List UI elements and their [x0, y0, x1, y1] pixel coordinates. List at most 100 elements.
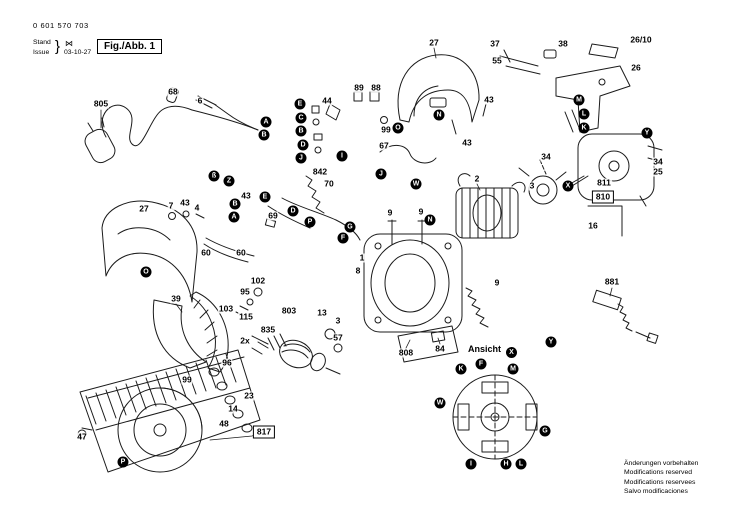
- callout-A: A: [260, 116, 272, 128]
- housing-screws-drawing: [387, 219, 427, 245]
- callout-J: J: [295, 152, 307, 164]
- part-label-44: 44: [321, 95, 333, 106]
- part-label-43: 43: [483, 94, 495, 105]
- issue-date: 03-10-27: [64, 49, 92, 56]
- top-handle-drawing: [397, 54, 487, 135]
- callout-A: A: [228, 211, 240, 223]
- part-label-60: 60: [235, 247, 247, 258]
- callout-W: W: [410, 178, 422, 190]
- callout-J: J: [375, 168, 387, 180]
- callout-F: F: [475, 358, 487, 370]
- issue-stamp-icon: ⋈: [65, 39, 73, 48]
- callout-E: E: [259, 191, 271, 203]
- part-label-88: 88: [370, 82, 382, 93]
- part-label-89: 89: [353, 82, 365, 93]
- part-label-6: 6: [196, 95, 204, 106]
- part-label-27: 27: [428, 37, 440, 48]
- legal-note: Änderungen vorbehalten Modifications res…: [624, 459, 698, 497]
- legal-note-line-en: Modifications reserved: [624, 469, 692, 477]
- part-label-13: 13: [316, 307, 328, 318]
- callout-P: P: [304, 216, 316, 228]
- part-label-8: 8: [354, 265, 362, 276]
- part-label-842: 842: [311, 166, 329, 177]
- part-label-95: 95: [239, 286, 251, 297]
- part-label-3: 3: [334, 315, 342, 326]
- callout-D: D: [297, 139, 309, 151]
- callout-K: K: [578, 122, 590, 134]
- callout-L: L: [578, 108, 590, 120]
- callout-G: G: [539, 425, 551, 437]
- part-label-99: 99: [380, 124, 392, 135]
- part-label-3: 3: [528, 180, 536, 191]
- carbon-brush-drawing: [592, 289, 659, 344]
- stand-label: Stand: [33, 39, 51, 46]
- document-number: 0 601 570 703: [33, 21, 89, 30]
- callout-I: I: [465, 458, 477, 470]
- part-label-810: 810: [591, 190, 615, 204]
- callout-D: D: [287, 205, 299, 217]
- top-screws-drawing: [499, 49, 557, 75]
- callout-W: W: [434, 397, 446, 409]
- part-label-84: 84: [434, 343, 446, 354]
- callout-F: F: [337, 232, 349, 244]
- part-label-57: 57: [332, 332, 344, 343]
- spring-drawing: [465, 287, 489, 328]
- part-label-14: 14: [227, 403, 239, 414]
- motor-cover-drawing: [569, 133, 663, 207]
- part-label-69: 69: [267, 210, 279, 221]
- callout-X: X: [562, 180, 574, 192]
- callout-Z: Z: [223, 175, 235, 187]
- figure-label: Fig./Abb. 1: [97, 39, 163, 54]
- cord-grommet-drawing: [166, 87, 259, 131]
- callout-O: O: [140, 266, 152, 278]
- part-label-34: 34: [652, 156, 664, 167]
- legal-note-line-de: Änderungen vorbehalten: [624, 460, 699, 467]
- field-stator-drawing: [455, 173, 526, 239]
- washer-set-drawing: [208, 341, 269, 433]
- part-label-38: 38: [557, 38, 569, 49]
- callout-H: H: [500, 458, 512, 470]
- callout-B: B: [258, 129, 270, 141]
- callout-B: B: [229, 198, 241, 210]
- part-label-37: 37: [489, 38, 501, 49]
- callout-M: M: [573, 94, 585, 106]
- callout-Y: Y: [545, 336, 557, 348]
- part-label-2x: 2x: [239, 335, 251, 346]
- part-label-43: 43: [240, 190, 252, 201]
- part-label-23: 23: [243, 390, 255, 401]
- part-label-808: 808: [397, 347, 415, 358]
- part-label-2: 2: [473, 173, 481, 184]
- part-label-96: 96: [221, 357, 233, 368]
- part-label-881: 881: [603, 276, 621, 287]
- callout-Y: Y: [641, 127, 653, 139]
- part-label-102: 102: [249, 275, 267, 286]
- callout-N: N: [424, 214, 436, 226]
- part-label-60: 60: [200, 247, 212, 258]
- part-label-39: 39: [170, 293, 182, 304]
- part-label-99: 99: [181, 374, 193, 385]
- view-detail-drawing: [452, 374, 538, 460]
- part-label-47: 47: [76, 431, 88, 442]
- part-label-16: 16: [587, 220, 599, 231]
- part-label-9: 9: [386, 207, 394, 218]
- part-label-55: 55: [491, 55, 503, 66]
- part-label-835: 835: [259, 324, 277, 335]
- part-label-103: 103: [217, 303, 235, 314]
- callout-N: N: [433, 109, 445, 121]
- part-label-805: 805: [92, 98, 110, 109]
- part-label-26: 26: [630, 62, 642, 73]
- part-label-43: 43: [461, 137, 473, 148]
- legal-note-line-es: Salvo modificaciones: [624, 488, 688, 496]
- callout-L: L: [515, 458, 527, 470]
- armature-drawing: [251, 328, 343, 375]
- part-label-67: 67: [378, 140, 390, 151]
- stand-issue-brace: }: [55, 38, 61, 55]
- part-label-27: 27: [138, 203, 150, 214]
- base-assembly-drawing: [77, 349, 261, 473]
- callout-I: I: [336, 150, 348, 162]
- part-label-9: 9: [493, 277, 501, 288]
- view-detail-marker-callout: X: [506, 347, 518, 358]
